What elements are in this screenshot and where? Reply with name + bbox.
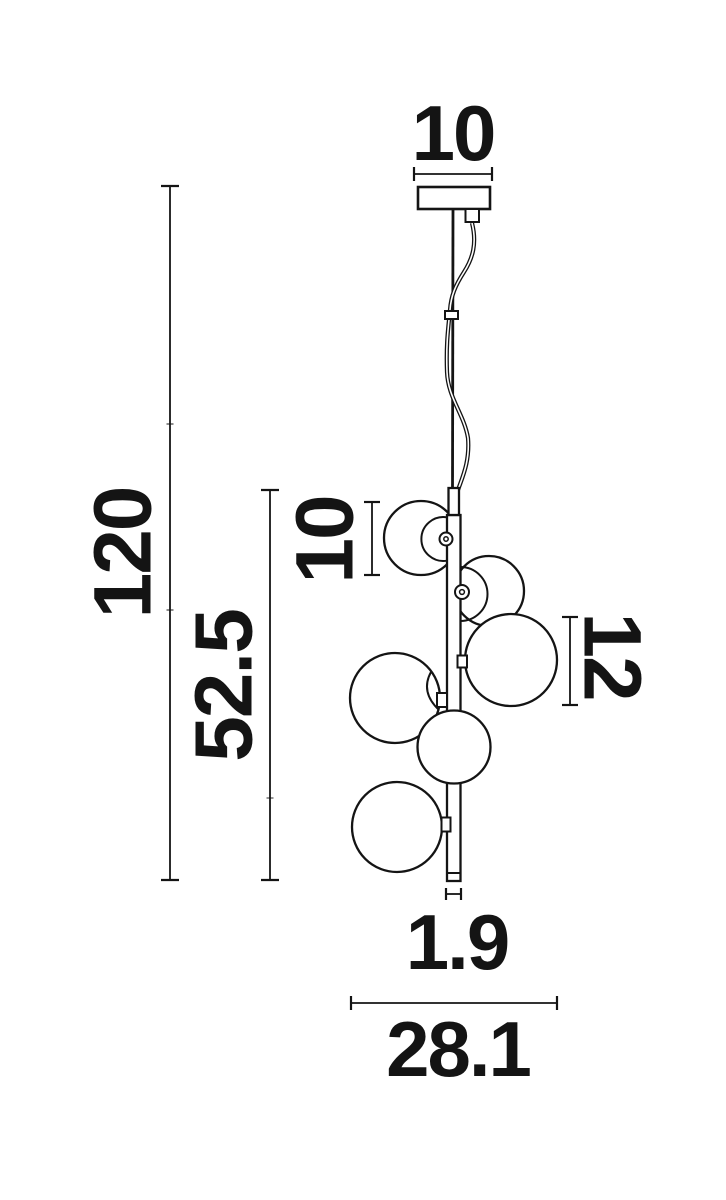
- globe-6-socket-stub: [440, 816, 452, 833]
- globe-1-socket-dot: [443, 536, 449, 542]
- dimension-overall-height: 120: [78, 184, 179, 882]
- dim-label-small-globe: 10: [280, 496, 371, 583]
- globe-2-neck-arc: [460, 566, 489, 622]
- dimension-fixture-width: 28.1: [349, 996, 559, 1093]
- cable-strain-relief: [464, 208, 480, 223]
- power-cable: [444, 222, 477, 491]
- globe-4-socket-stub: [436, 692, 448, 708]
- globe-3-sphere: [463, 612, 559, 708]
- globe-1-neck-arc: [420, 516, 448, 562]
- dimension-canopy-width: 10: [412, 89, 496, 181]
- globe-mid-left: [348, 651, 442, 745]
- globe-6-sphere: [350, 780, 444, 874]
- globe-3-socket-stub: [456, 654, 468, 669]
- dim-label-body-height: 52.5: [179, 610, 270, 762]
- dim-label-fixture-width: 28.1: [386, 1005, 530, 1093]
- dimension-rod-width: 1.9: [406, 888, 510, 986]
- dim-label-overall-height: 120: [78, 488, 169, 619]
- rod-top-fitting: [447, 486, 461, 517]
- dim-label-rod-width: 1.9: [406, 898, 508, 986]
- globe-sockets: [436, 531, 470, 833]
- globe-5-sphere: [416, 709, 492, 785]
- suspension-assembly: [416, 185, 492, 491]
- wire-collar: [444, 310, 459, 320]
- dim-label-canopy-width: 10: [412, 89, 495, 177]
- dim-joint-marks: [166, 423, 174, 611]
- dimension-small-globe: 10: [280, 496, 380, 584]
- globe-2-socket-dot: [458, 588, 466, 596]
- ceiling-canopy: [416, 185, 492, 211]
- suspension-wire: [451, 208, 455, 491]
- power-cable-core: [445, 222, 475, 491]
- dimension-body-height: 52.5: [179, 488, 279, 882]
- dim-label-large-globe: 12: [567, 612, 658, 699]
- dimension-large-globe: 12: [562, 612, 658, 707]
